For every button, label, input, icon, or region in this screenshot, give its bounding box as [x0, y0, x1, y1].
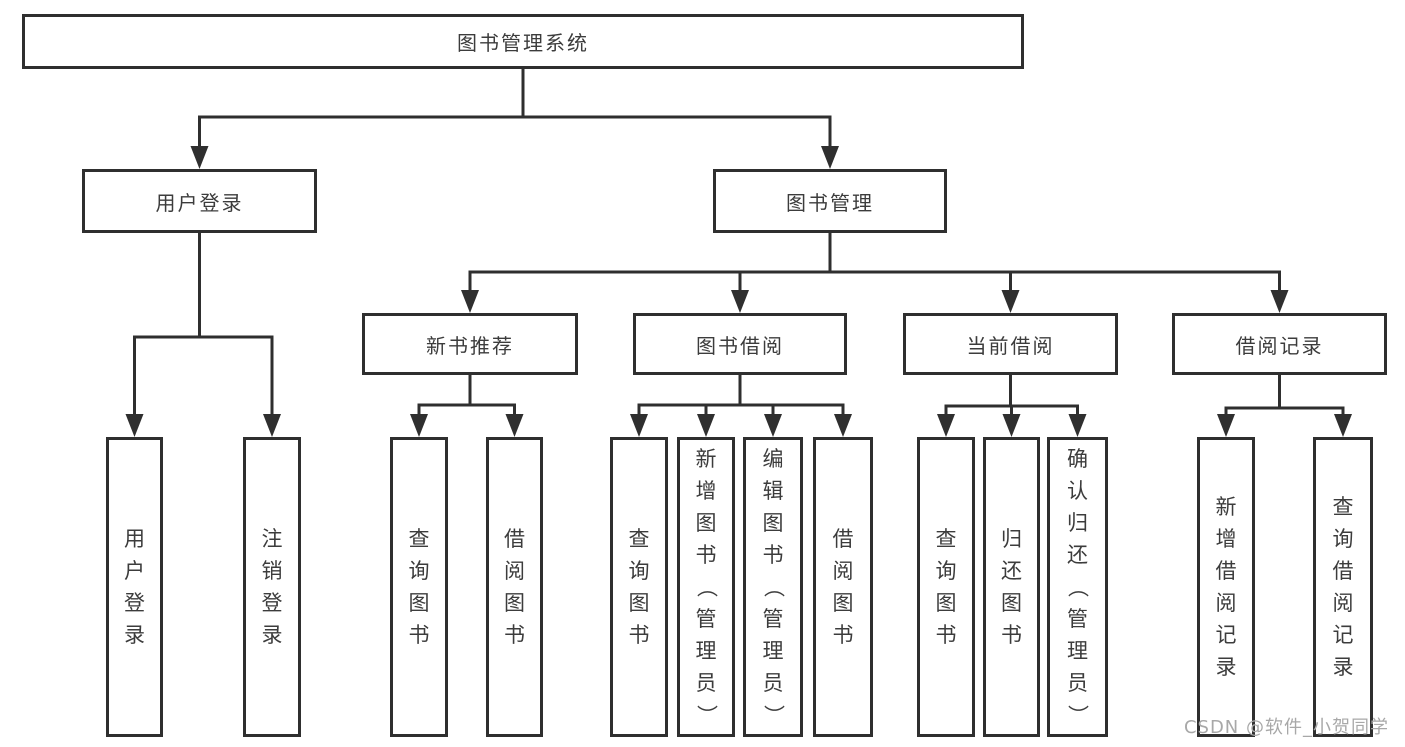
connector-book-management — [461, 231, 1289, 313]
node-leaf-br-add-record: 新增借阅记录 — [1197, 437, 1255, 737]
node-leaf-cb-return-books: 归还图书 — [983, 437, 1040, 737]
node-leaf-nbr-query-books: 查询图书 — [390, 437, 448, 737]
connector-root — [190, 67, 839, 169]
node-label: 新书推荐 — [426, 333, 514, 358]
arrowhead — [821, 146, 839, 169]
node-label: 图书借阅 — [696, 333, 784, 358]
arrowhead — [125, 414, 144, 437]
arrowhead — [1334, 414, 1352, 437]
arrowhead — [834, 414, 852, 437]
node-leaf-bb-borrow-books: 借阅图书 — [813, 437, 873, 737]
node-label: 查询图书 — [935, 527, 957, 647]
arrowhead — [263, 414, 281, 437]
connector-book-borrowing — [630, 373, 852, 437]
node-leaf-nbr-borrow-books: 借阅图书 — [486, 437, 543, 737]
node-current-borrowing: 当前借阅 — [903, 313, 1118, 375]
node-leaf-cb-confirm-return: 确认归还（管理员） — [1047, 437, 1108, 737]
node-label: 注销登录 — [261, 527, 283, 647]
node-leaf-cb-query-books: 查询图书 — [917, 437, 975, 737]
arrowhead — [937, 414, 955, 437]
node-label: 用户登录 — [124, 527, 145, 647]
connector-new-book-recommend — [410, 373, 524, 437]
arrowhead — [461, 290, 479, 313]
node-leaf-bb-add-books: 新增图书（管理员） — [677, 437, 735, 737]
arrowhead — [505, 414, 524, 437]
node-user-login: 用户登录 — [82, 169, 317, 233]
arrowhead — [764, 414, 782, 437]
node-leaf-bb-query-books: 查询图书 — [610, 437, 668, 737]
node-label: 借阅图书 — [504, 527, 525, 647]
node-label: 编辑图书（管理员） — [761, 447, 785, 726]
node-leaf-user-login: 用户登录 — [106, 437, 163, 737]
node-root: 图书管理系统 — [22, 14, 1024, 69]
node-label: 图书管理 — [786, 190, 874, 215]
node-leaf-br-query-record: 查询借阅记录 — [1313, 437, 1373, 737]
node-book-management: 图书管理 — [713, 169, 947, 233]
arrowhead — [410, 414, 428, 437]
connector-current-borrowing — [937, 373, 1087, 437]
node-label: 新增借阅记录 — [1215, 495, 1237, 679]
node-label: 新增图书（管理员） — [694, 447, 718, 726]
node-label: 用户登录 — [155, 190, 244, 215]
arrowhead — [630, 414, 648, 437]
node-label: 借阅记录 — [1235, 333, 1324, 358]
arrowhead — [697, 414, 715, 437]
connector-user-login — [125, 231, 281, 437]
node-label: 查询借阅记录 — [1332, 495, 1354, 679]
node-label: 当前借阅 — [966, 333, 1055, 358]
arrowhead — [1217, 414, 1235, 437]
arrowhead — [190, 146, 209, 169]
node-label: 借阅图书 — [832, 527, 854, 647]
node-label: 确认归还（管理员） — [1065, 447, 1090, 726]
node-label: 查询图书 — [408, 527, 430, 647]
connector-borrow-records — [1217, 373, 1352, 437]
arrowhead — [1002, 414, 1021, 437]
node-label: 归还图书 — [1001, 527, 1022, 647]
node-label: 图书管理系统 — [457, 31, 589, 55]
node-leaf-logout: 注销登录 — [243, 437, 301, 737]
node-new-book-recommend: 新书推荐 — [362, 313, 578, 375]
watermark: CSDN @软件_小贺同学 — [1183, 717, 1389, 738]
arrowhead — [731, 290, 749, 313]
arrowhead — [1270, 290, 1289, 313]
node-label: 查询图书 — [628, 527, 650, 647]
node-book-borrowing: 图书借阅 — [633, 313, 847, 375]
arrowhead — [1001, 290, 1020, 313]
node-leaf-bb-edit-books: 编辑图书（管理员） — [743, 437, 803, 737]
node-borrow-records: 借阅记录 — [1172, 313, 1387, 375]
arrowhead — [1068, 414, 1087, 437]
